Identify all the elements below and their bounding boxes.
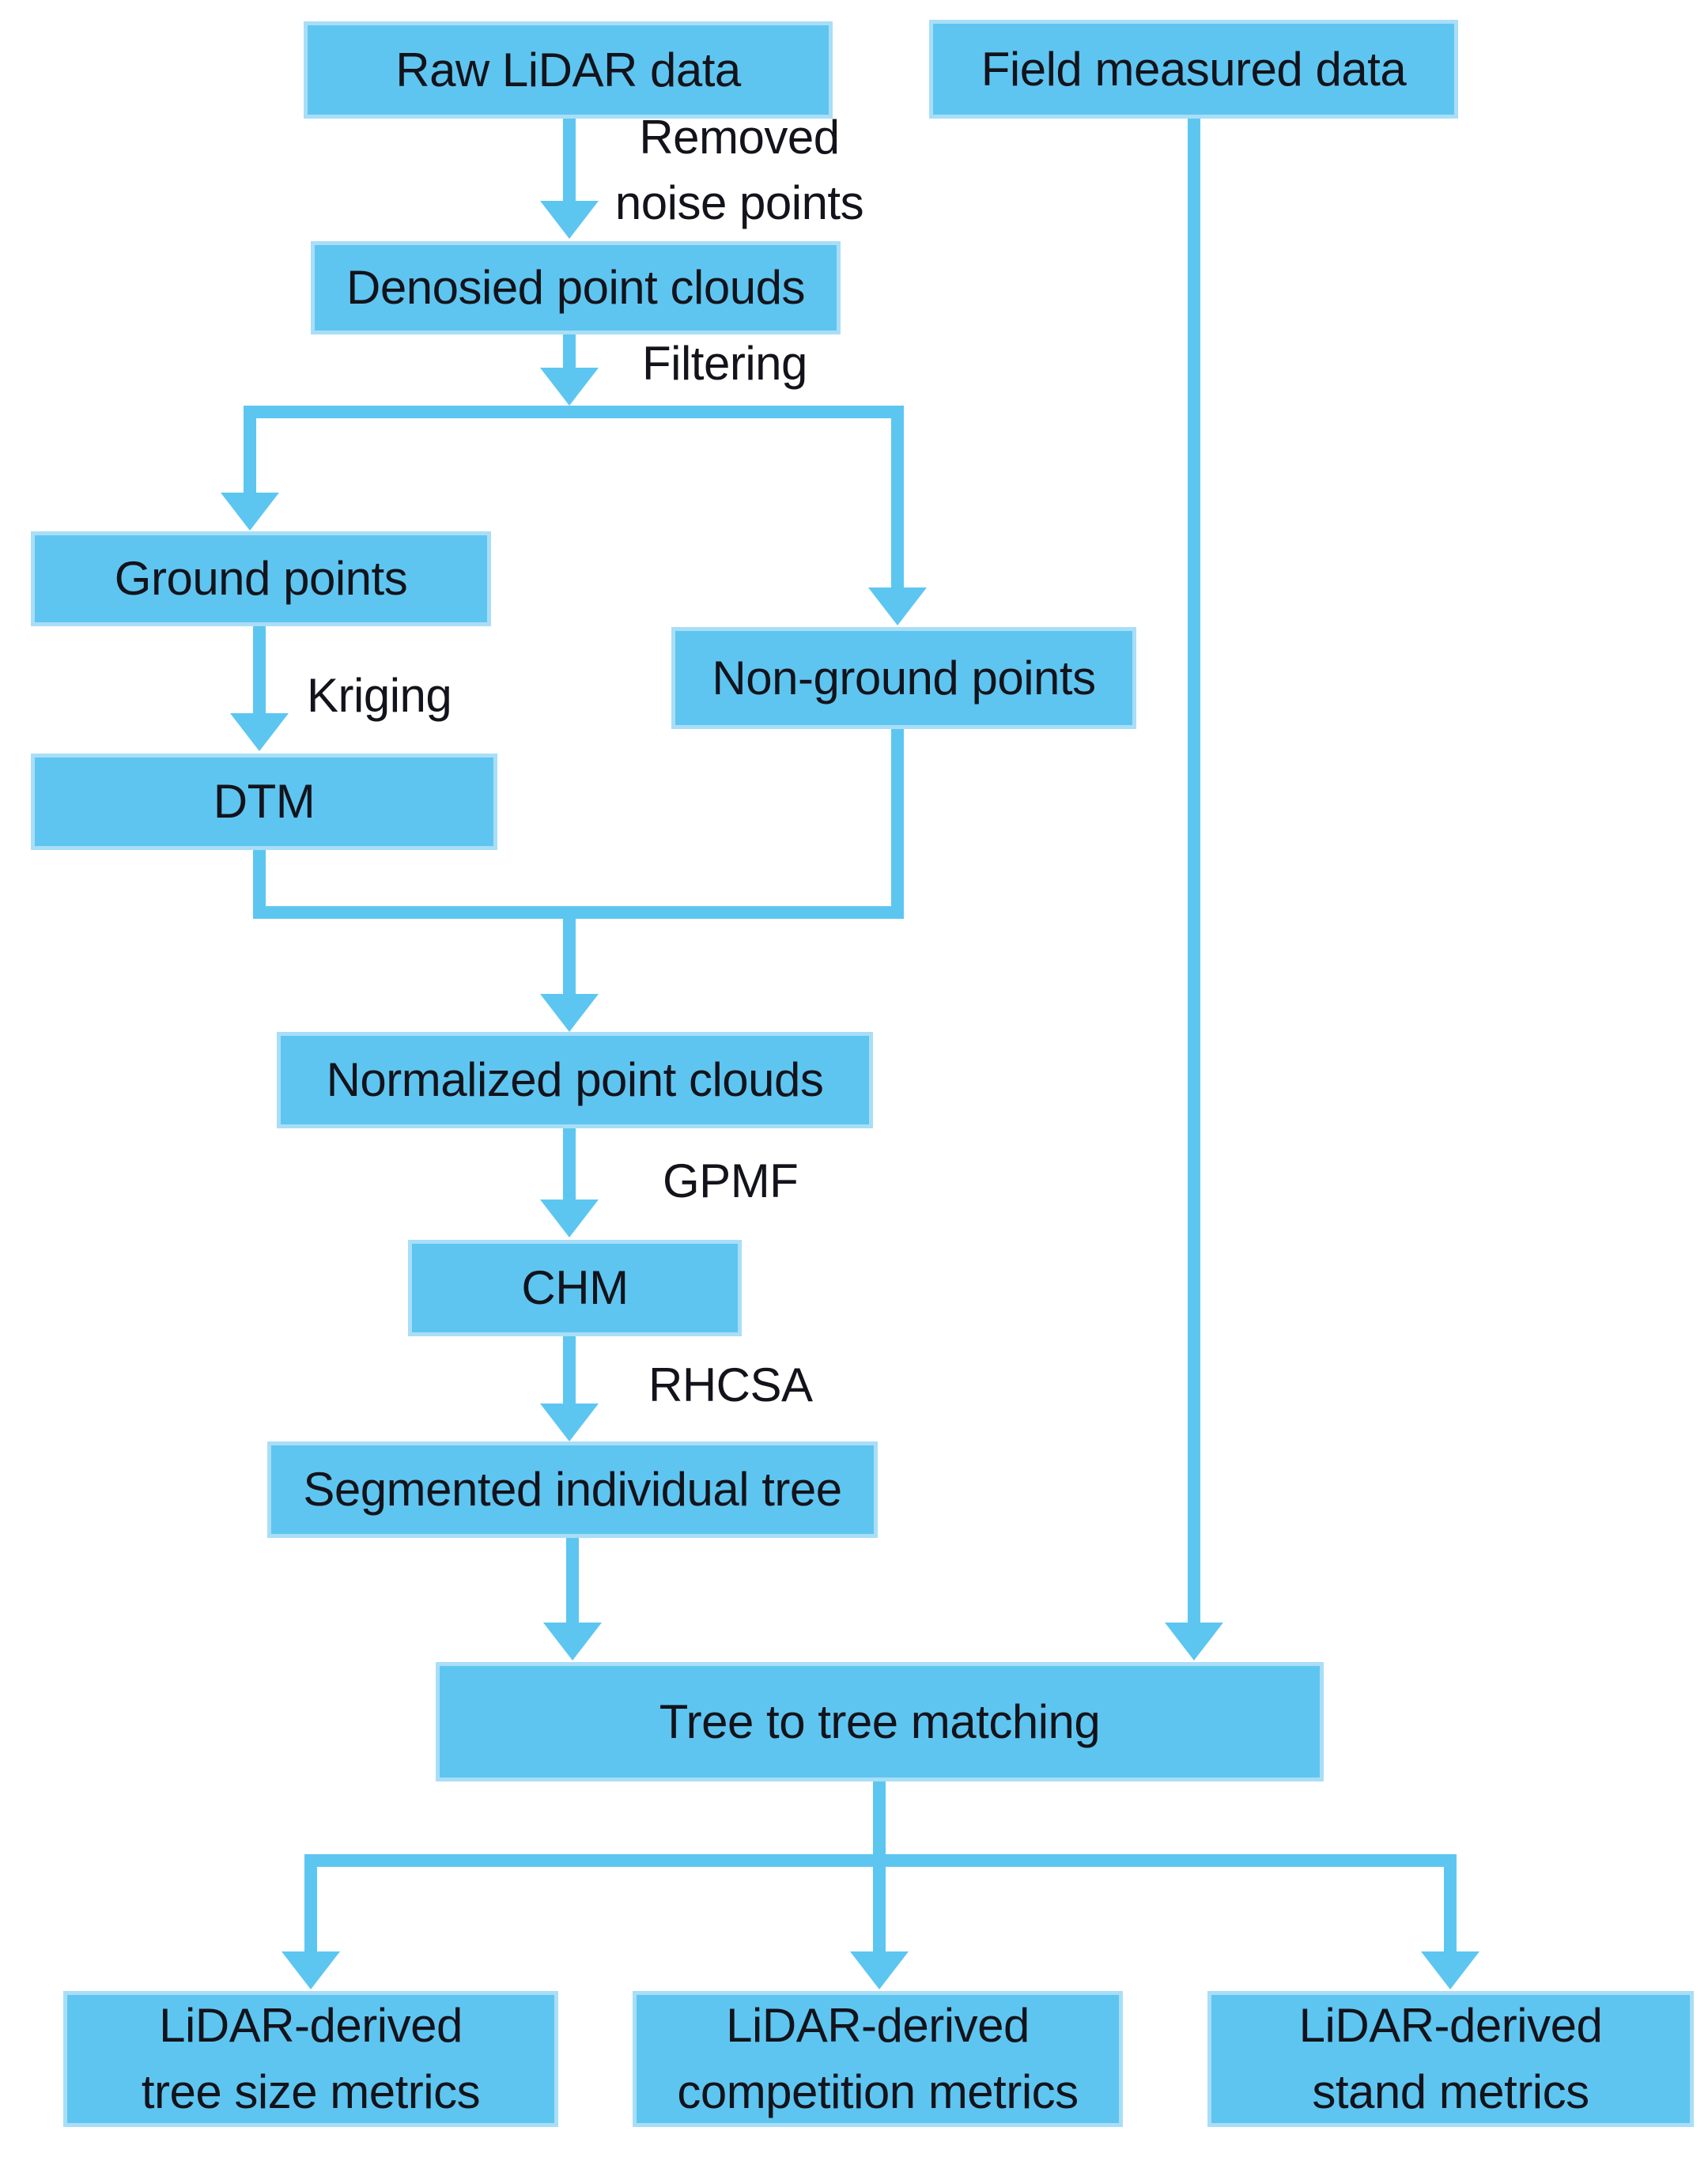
node-label: LiDAR-derived [1298, 1999, 1603, 2052]
node-label: CHM [521, 1261, 629, 1314]
edge-split-to-non-ground-line [891, 406, 904, 587]
arrowhead-distribute-to-stand [1421, 1951, 1479, 1989]
edge-split-to-ground-line [244, 406, 256, 493]
arrowhead-merge-to-normalized [540, 994, 599, 1032]
edge-label-rhcsa: RHCSA [648, 1358, 813, 1411]
edge-chm-to-segmented-line [563, 1336, 576, 1404]
node-label: LiDAR-derived [159, 1999, 463, 2052]
node-tree-to-tree-matching: Tree to tree matching [436, 1662, 1324, 1781]
arrowhead-denoised-to-split [540, 368, 599, 406]
node-dtm: DTM [31, 754, 497, 850]
edge-raw-to-denoised-line [563, 119, 576, 201]
edge-ground-to-dtm-line [253, 626, 266, 713]
node-lidar-competition-metrics: LiDAR-derived competition metrics [633, 1991, 1123, 2127]
arrowhead-field-to-matching [1165, 1623, 1223, 1660]
arrowhead-raw-to-denoised [540, 201, 599, 239]
arrowhead-chm-to-segmented [540, 1404, 599, 1441]
edge-dtm-to-merge-line [253, 850, 266, 919]
node-lidar-stand-metrics: LiDAR-derived stand metrics [1207, 1991, 1694, 2127]
node-label: Non-ground points [712, 651, 1096, 705]
node-chm: CHM [408, 1240, 742, 1336]
edge-distribute-to-competition-line [873, 1867, 886, 1951]
node-label: competition metrics [677, 2065, 1079, 2118]
node-ground-points: Ground points [31, 531, 491, 626]
arrowhead-split-to-ground [221, 493, 279, 531]
node-label: stand metrics [1312, 2065, 1589, 2118]
node-label: LiDAR-derived [726, 1999, 1030, 2052]
node-lidar-tree-size-metrics: LiDAR-derived tree size metrics [63, 1991, 558, 2127]
edge-label-filtering: Filtering [642, 337, 807, 390]
edge-non-ground-to-merge-line [891, 729, 904, 919]
arrowhead-segmented-to-matching [543, 1623, 602, 1660]
node-denoised-point-clouds: Denosied point clouds [311, 241, 841, 334]
edge-merge-to-normalized-line [563, 919, 576, 994]
edge-normalized-to-chm-line [563, 1128, 576, 1200]
edge-label-line: noise points [614, 176, 864, 229]
node-label: Ground points [114, 552, 408, 605]
node-label: Denosied point clouds [346, 261, 805, 314]
node-segmented-individual-tree: Segmented individual tree [267, 1441, 878, 1538]
node-label: Tree to tree matching [659, 1694, 1101, 1748]
edge-matching-to-distribute-line [873, 1781, 886, 1860]
edge-filter-split-horizontal [244, 406, 904, 418]
node-raw-lidar-data: Raw LiDAR data [304, 21, 833, 119]
node-label: tree size metrics [141, 2065, 481, 2118]
edge-segmented-to-matching-line [566, 1538, 579, 1623]
edge-distribute-to-stand-line [1444, 1867, 1457, 1951]
arrowhead-distribute-to-competition [850, 1951, 909, 1989]
node-normalized-point-clouds: Normalized point clouds [277, 1032, 873, 1128]
edge-label-line: Removed [639, 111, 840, 164]
arrowhead-ground-to-dtm [230, 713, 289, 751]
arrowhead-normalized-to-chm [540, 1200, 599, 1237]
node-label: Normalized point clouds [326, 1053, 824, 1106]
arrowhead-split-to-non-ground [868, 587, 927, 625]
node-label: DTM [213, 775, 316, 828]
edge-distribute-to-tree-size-line [304, 1867, 317, 1951]
node-non-ground-points: Non-ground points [671, 627, 1136, 729]
edge-distribute-horizontal [304, 1854, 1457, 1867]
edge-merge-horizontal [253, 906, 904, 919]
arrowhead-distribute-to-tree-size [282, 1951, 340, 1989]
node-field-measured-data: Field measured data [929, 20, 1458, 119]
edge-label-gpmf: GPMF [663, 1154, 799, 1207]
edge-denoised-to-split-line [563, 334, 576, 368]
edge-label-kriging: Kriging [307, 669, 452, 722]
edge-label-removed-noise: Removed noise points [601, 114, 878, 227]
node-label: Segmented individual tree [303, 1463, 842, 1516]
edge-field-to-matching-line [1188, 119, 1200, 1623]
node-label: Field measured data [981, 42, 1407, 96]
node-label: Raw LiDAR data [395, 43, 741, 96]
